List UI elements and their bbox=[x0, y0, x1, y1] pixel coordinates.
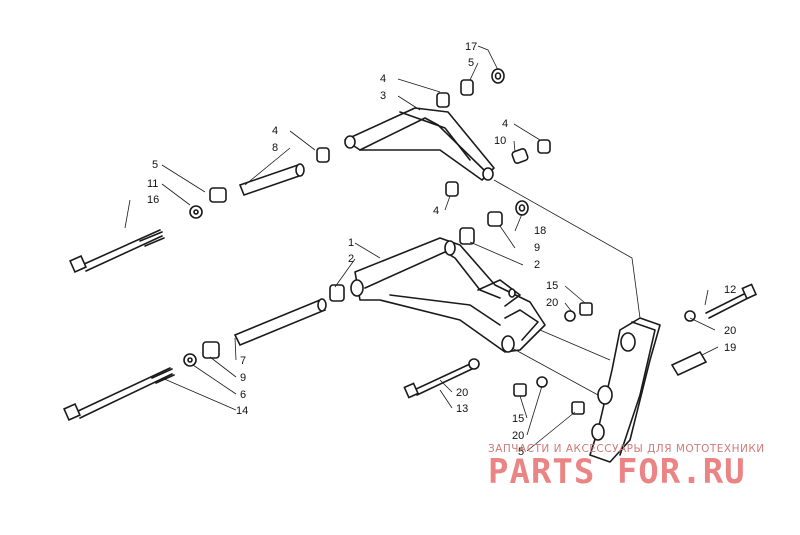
upper-bolt-assembly bbox=[69, 187, 227, 273]
callout-11: 11 bbox=[147, 178, 158, 190]
callout-20: 20 bbox=[512, 430, 524, 442]
callout-3: 3 bbox=[380, 90, 386, 102]
callout-2: 2 bbox=[348, 253, 354, 265]
watermark-subtitle: ЗАПЧАСТИ И АКСЕССУАРЫ ДЛЯ МОТОТЕХНИКИ bbox=[488, 443, 765, 455]
callout-15: 15 bbox=[512, 413, 524, 425]
callout-5: 5 bbox=[152, 159, 158, 171]
callout-20: 20 bbox=[456, 387, 468, 399]
callout-14: 14 bbox=[236, 405, 248, 417]
callout-7: 7 bbox=[240, 355, 246, 367]
callout-8: 8 bbox=[272, 142, 278, 154]
watermark-logo: PARTS FOR.RU bbox=[488, 452, 746, 492]
upper-sleeve bbox=[238, 163, 305, 197]
callout-1: 1 bbox=[348, 237, 354, 249]
lower-bolt-assembly bbox=[63, 341, 220, 421]
callout-12: 12 bbox=[724, 284, 736, 296]
callout-4: 4 bbox=[502, 118, 508, 130]
callout-10: 10 bbox=[494, 135, 506, 147]
spindle-knuckle bbox=[589, 317, 708, 463]
callout-4: 4 bbox=[272, 125, 278, 137]
callout-13: 13 bbox=[456, 403, 468, 415]
callout-9: 9 bbox=[534, 242, 540, 254]
callout-9: 9 bbox=[240, 372, 246, 384]
callout-labels: 17 5 4 3 4 8 4 10 5 11 16 4 18 9 1 2 2 1… bbox=[147, 41, 736, 458]
lower-sleeve bbox=[233, 298, 327, 347]
callout-18: 18 bbox=[534, 225, 546, 237]
callout-15: 15 bbox=[546, 280, 558, 292]
leader-lines bbox=[124, 45, 719, 452]
callout-5: 5 bbox=[518, 446, 524, 458]
callout-2: 2 bbox=[534, 259, 540, 271]
upper-bushings bbox=[316, 68, 551, 197]
upper-a-arm bbox=[344, 107, 495, 181]
callout-20: 20 bbox=[724, 325, 736, 337]
callout-6: 6 bbox=[240, 389, 246, 401]
callout-16: 16 bbox=[147, 194, 159, 206]
callout-20: 20 bbox=[546, 297, 558, 309]
knuckle-hardware bbox=[403, 283, 758, 415]
callout-4: 4 bbox=[433, 205, 439, 217]
lower-bushings bbox=[329, 200, 529, 302]
callout-19: 19 bbox=[724, 342, 736, 354]
lower-a-arm bbox=[350, 237, 546, 353]
callout-5: 5 bbox=[468, 57, 474, 69]
callout-4: 4 bbox=[380, 73, 386, 85]
callout-17: 17 bbox=[465, 41, 477, 53]
